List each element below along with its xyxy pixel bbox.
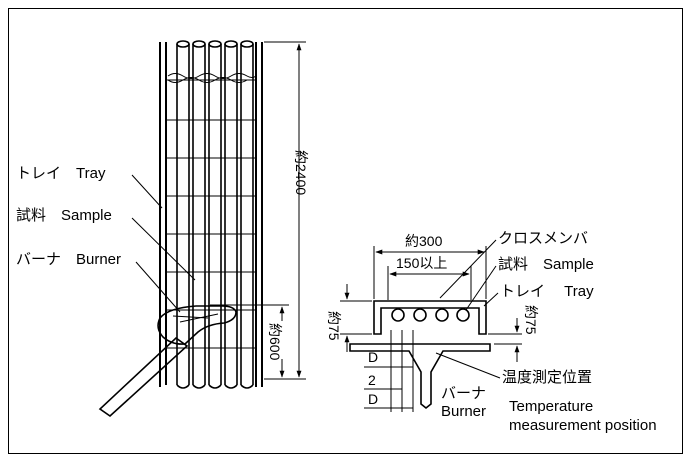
temperature-position-label-en-2: measurement position xyxy=(509,417,657,434)
temperature-position-label-en-1: Temperature xyxy=(509,398,593,415)
svg-text:約2400: 約2400 xyxy=(293,150,309,195)
cable-binding xyxy=(167,73,257,79)
width-min-dimension: 150以上 xyxy=(387,255,472,300)
tray-label-right: トレイ Tray xyxy=(500,283,594,300)
tray-label-left: トレイ Tray xyxy=(16,165,106,182)
cable-samples xyxy=(176,40,254,389)
sample-label-left: 試料 Sample xyxy=(16,207,112,224)
temperature-position-label-jp: 温度測定位置 xyxy=(502,369,592,386)
sample-leader-left xyxy=(131,217,196,281)
svg-text:約75: 約75 xyxy=(326,311,342,341)
burner-section xyxy=(349,343,491,410)
burner-offset-dimensions: D 2 D xyxy=(364,330,414,412)
height-right-dimension: 約75 xyxy=(488,305,539,362)
tray-rail-right xyxy=(255,42,263,387)
burner-label-en: Burner xyxy=(441,403,486,420)
sample-label-right: 試料 Sample xyxy=(498,256,594,273)
svg-text:約600: 約600 xyxy=(267,323,283,361)
svg-text:約300: 約300 xyxy=(405,233,443,249)
svg-text:150以上: 150以上 xyxy=(396,255,447,271)
burner xyxy=(98,305,237,418)
width-total-dimension: 約300 xyxy=(373,233,487,299)
burner-leader-left xyxy=(135,261,181,313)
tray-rail-left xyxy=(159,42,167,387)
svg-text:2: 2 xyxy=(368,372,376,388)
left-elevation-view: トレイ Tray 試料 Sample バーナ Burner 約2400 約600 xyxy=(16,40,309,418)
burner-label-left: バーナ Burner xyxy=(16,251,121,268)
height-burner-dimension: 約600 xyxy=(210,304,289,378)
diagram-frame xyxy=(8,8,683,454)
right-cross-section-view: 約300 150以上 約75 約75 xyxy=(326,230,657,434)
svg-text:D: D xyxy=(368,391,378,407)
cable-cross-sections xyxy=(391,308,470,322)
height-total-dimension: 約2400 xyxy=(264,41,309,380)
tray-leader-left xyxy=(131,174,163,209)
height-left-dimension: 約75 xyxy=(326,284,372,352)
svg-text:D: D xyxy=(368,349,378,365)
svg-text:約75: 約75 xyxy=(523,305,539,335)
crossmember-label: クロスメンバ xyxy=(498,230,588,247)
burner-label-jp: バーナ xyxy=(441,385,486,402)
tray-section xyxy=(373,300,487,335)
